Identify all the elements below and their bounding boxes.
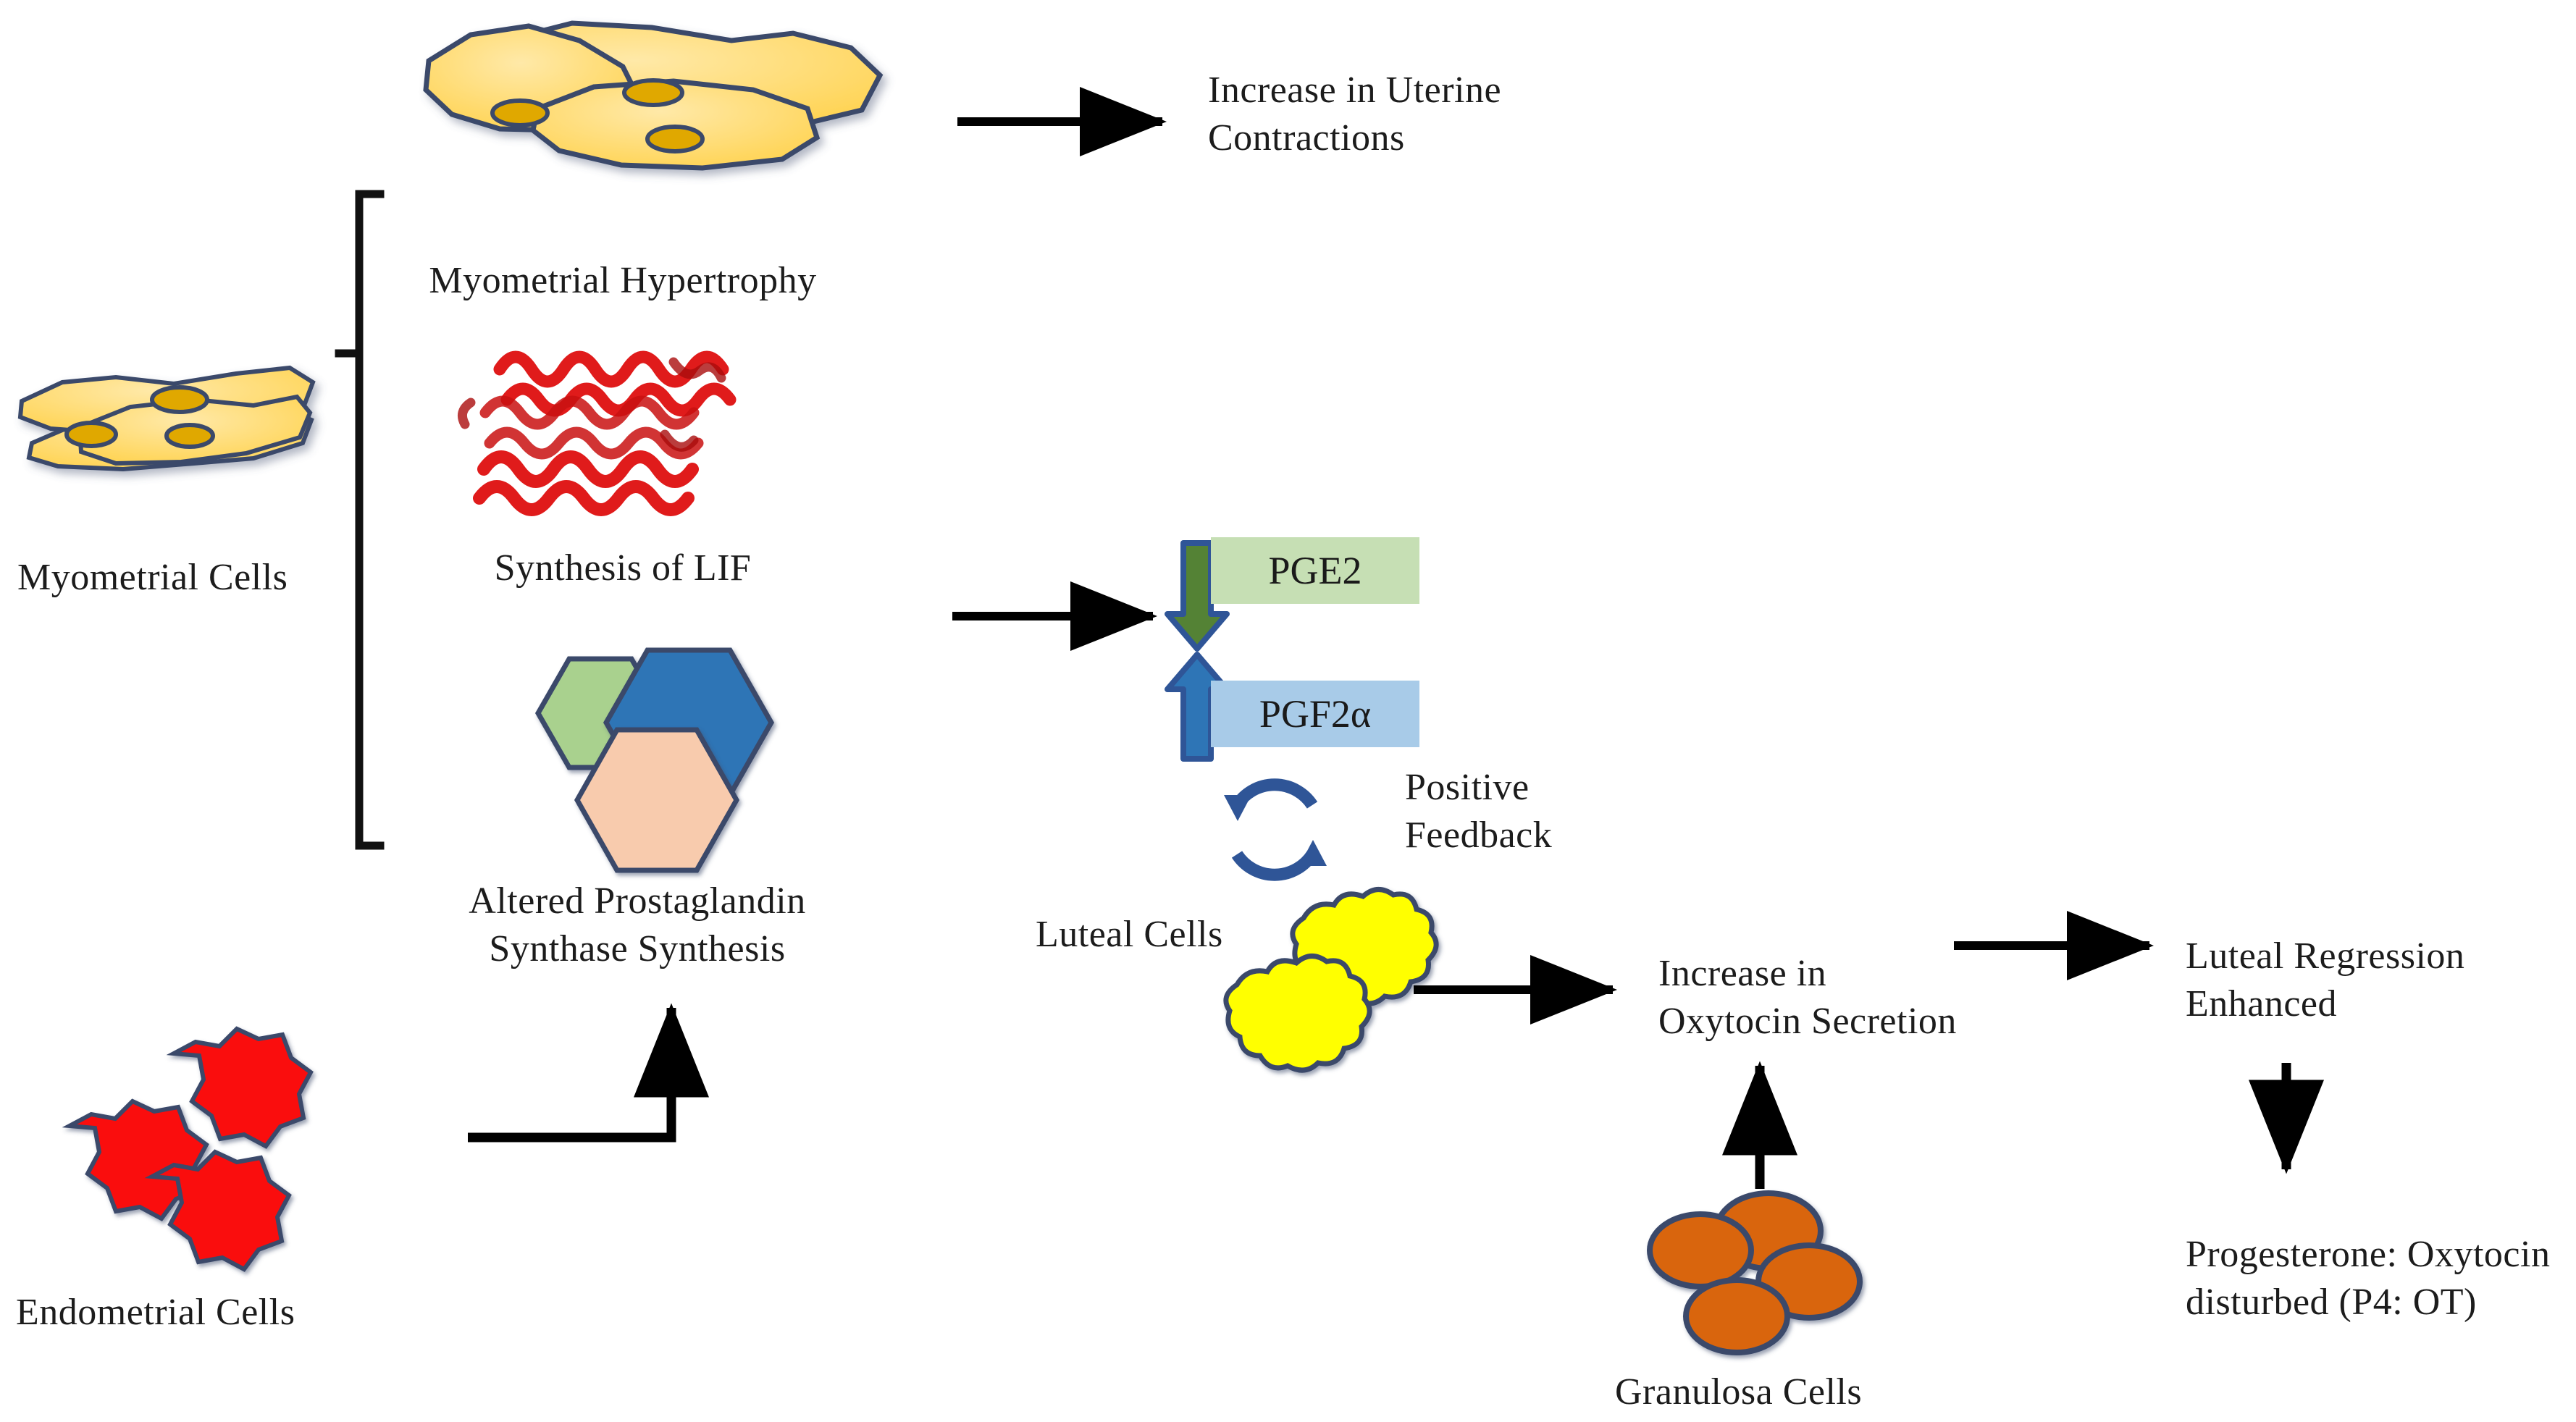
- increase-oxytocin-label-line2: Oxytocin Secretion: [1658, 1001, 1957, 1042]
- prostaglandin-synthase-hexagon-icon: [534, 647, 775, 873]
- myometrial-cell-cluster-icon: [17, 365, 316, 472]
- luteal-cell-cluster-icon: [1223, 887, 1439, 1073]
- increase-oxytocin-label-line1: Increase in: [1658, 953, 1827, 994]
- hypertrophied-cell-cluster-icon: [423, 20, 884, 171]
- progesterone-ratio-label-line2: disturbed (P4: OT): [2186, 1282, 2477, 1323]
- altered-prostaglandin-label-line1: Altered Prostaglandin: [469, 880, 806, 922]
- luteal-cells-label: Luteal Cells: [1036, 914, 1223, 955]
- increase-uterine-contractions-label-line1: Increase in Uterine: [1208, 70, 1502, 111]
- pge2-label: PGE2: [1268, 549, 1362, 592]
- positive-feedback-label-line2: Feedback: [1405, 815, 1553, 856]
- granulosa-cells-label: Granulosa Cells: [1615, 1371, 1863, 1413]
- granulosa-cell-cluster-icon: [1647, 1190, 1863, 1355]
- positive-feedback-label-line1: Positive: [1405, 767, 1530, 808]
- myometrial-cells-label: Myometrial Cells: [17, 557, 288, 598]
- pge2-box: PGE2: [1211, 537, 1419, 604]
- pgf2a-box: PGF2α: [1211, 681, 1419, 747]
- pgf2a-label: PGF2α: [1259, 692, 1372, 736]
- endometrial-cells-label: Endometrial Cells: [16, 1292, 295, 1333]
- myometrial-hypertrophy-label: Myometrial Hypertrophy: [429, 260, 817, 301]
- endometrial-to-synthase-arrow: [468, 1003, 709, 1143]
- increase-uterine-contractions-label-line2: Contractions: [1208, 117, 1405, 159]
- altered-prostaglandin-label-line2: Synthase Synthesis: [489, 928, 786, 969]
- luteal-regression-label-line1: Luteal Regression: [2186, 935, 2465, 977]
- synthesis-of-lif-label: Synthesis of LIF: [494, 547, 752, 589]
- progesterone-ratio-label-line1: Progesterone: Oxytocin: [2186, 1234, 2551, 1275]
- endometrial-cell-cluster-icon: [62, 1026, 314, 1272]
- lif-protein-ribbon-icon: [457, 350, 737, 516]
- luteal-regression-label-line2: Enhanced: [2186, 983, 2338, 1025]
- circular-feedback-arrows-icon: [1224, 778, 1327, 881]
